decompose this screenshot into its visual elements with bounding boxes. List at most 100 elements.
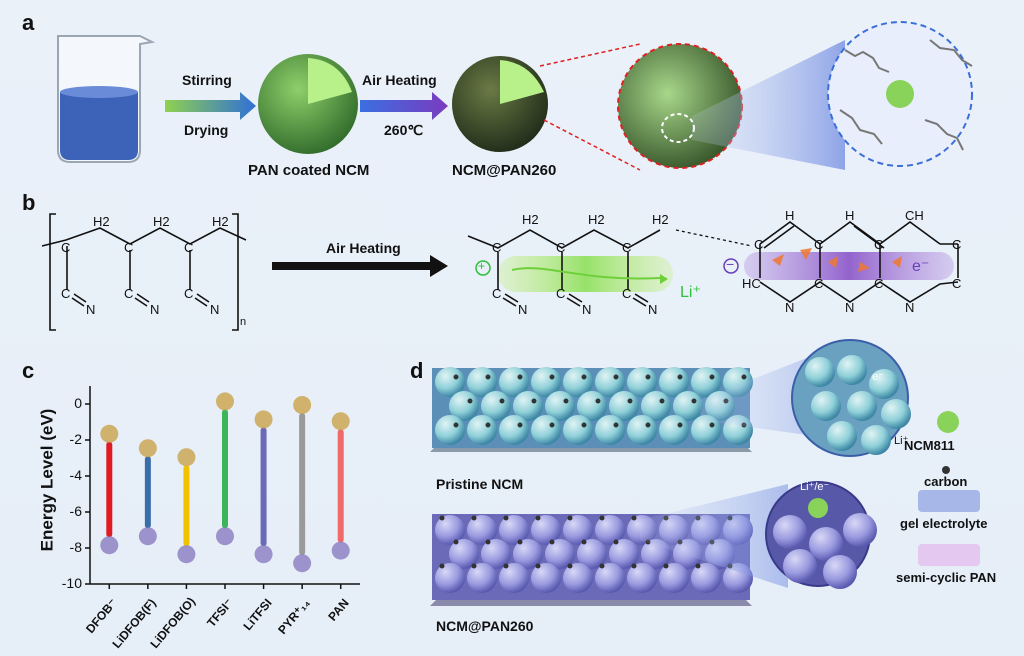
ncm-particle [513, 391, 543, 421]
arrow-air-heating-b [272, 255, 448, 277]
zoom-coated-particle [783, 549, 817, 583]
energy-bar [106, 441, 113, 538]
panel-letter-d: d [410, 358, 424, 383]
coated-particle [531, 563, 561, 593]
atom-n: N [86, 302, 96, 317]
minus-charge-circle [723, 258, 739, 274]
coated-particle [499, 515, 529, 545]
atom-c: C [952, 237, 962, 252]
pan-chains [839, 39, 973, 151]
atom-c: C [61, 240, 71, 255]
carbon-dot [485, 539, 491, 545]
lumo-orbital [100, 424, 119, 443]
homo-orbital [216, 527, 234, 546]
atom-c: C [814, 237, 824, 252]
ncm-particle [609, 391, 639, 421]
carbon-dot [453, 539, 459, 545]
zoom-electron-label: e⁻ [872, 371, 884, 383]
carbon-dot [503, 515, 509, 521]
ncm-particle [641, 391, 671, 421]
coated-particle [435, 515, 465, 545]
atom-c: C [952, 276, 962, 291]
carbon-dot [567, 563, 573, 569]
atom-c: C [556, 286, 566, 301]
atom-c: C [874, 237, 884, 252]
atom-h2: H2 [153, 214, 170, 229]
legend-gel-swatch [918, 490, 980, 512]
ncm-particle [545, 391, 575, 421]
zoom-ncm-particle [837, 355, 867, 385]
carbon-dot [567, 515, 573, 521]
carbon-dot [531, 398, 537, 404]
ncm-particle [499, 415, 529, 445]
ncm-particle [531, 367, 561, 397]
ncm-particle [435, 367, 465, 397]
legend-carbon-swatch [942, 466, 950, 474]
carbon-dot [631, 515, 637, 521]
carbon-dot [659, 398, 665, 404]
li-ion-label: Li⁺ [680, 284, 701, 301]
carbon-dot [631, 563, 637, 569]
ncm-particle [481, 391, 511, 421]
subscript-n: n [240, 316, 247, 328]
carbon-dot [485, 374, 491, 380]
carbon-dot [471, 563, 477, 569]
atom-h2: H2 [212, 214, 229, 229]
y-tick-label: -6 [69, 503, 82, 519]
coated-particle [563, 563, 593, 593]
carbon-dot [645, 422, 651, 428]
carbon-dot [581, 422, 587, 428]
carbon-dot [691, 398, 697, 404]
carbon-dot [709, 422, 715, 428]
step1-bottom-label: Drying [184, 122, 229, 138]
pristine-ncm-label: Pristine NCM [436, 476, 524, 492]
ncm-particle [673, 391, 703, 421]
atom-c: C [874, 276, 884, 291]
plus-charge: + [478, 259, 486, 273]
atom-c: C [124, 240, 134, 255]
lumo-orbital [331, 412, 350, 431]
carbon-dot [599, 515, 605, 521]
y-tick-label: 0 [74, 395, 82, 411]
carbon-dot [467, 398, 473, 404]
legend-gel-label: gel electrolyte [900, 516, 988, 531]
legend-pan-swatch [918, 544, 980, 566]
atom-h2: H2 [93, 214, 110, 229]
homo-orbital [331, 541, 350, 560]
panel-letter-a: a [22, 10, 35, 35]
coated-particle [449, 539, 479, 569]
step2-bottom-label: 260℃ [384, 122, 424, 138]
atom-ch: CH [905, 208, 924, 223]
ncm-particle [627, 367, 657, 397]
carbon-dot [663, 563, 669, 569]
partial-structure [467, 229, 661, 307]
carbon-dot [613, 539, 619, 545]
carbon-dot [471, 515, 477, 521]
atom-c: C [184, 240, 194, 255]
atom-n: N [150, 302, 160, 317]
coated-particle [545, 539, 575, 569]
carbon-dot [535, 563, 541, 569]
energy-bar [144, 456, 151, 529]
chart-c [85, 386, 360, 589]
ncm-particle [595, 415, 625, 445]
zoom-ncm-particle [881, 399, 911, 429]
energy-bar [222, 409, 228, 529]
carbon-dot [549, 422, 555, 428]
coated-particle [563, 515, 593, 545]
ncm-particle [531, 415, 561, 445]
legend-pan-label: semi-cyclic PAN [896, 570, 997, 585]
carbon-dot [645, 374, 651, 380]
product-label: NCM@PAN260 [452, 162, 557, 179]
step2-top-label: Air Heating [362, 72, 437, 88]
homo-orbital [100, 536, 119, 555]
atom-n: N [648, 302, 658, 317]
coated-particle [435, 563, 465, 593]
ncm-particle [659, 415, 689, 445]
panel-letter-b: b [22, 190, 36, 215]
ncm-pan260-label: NCM@PAN260 [436, 618, 534, 634]
zoom-coated-particle [809, 527, 843, 561]
carbon-dot [439, 563, 445, 569]
